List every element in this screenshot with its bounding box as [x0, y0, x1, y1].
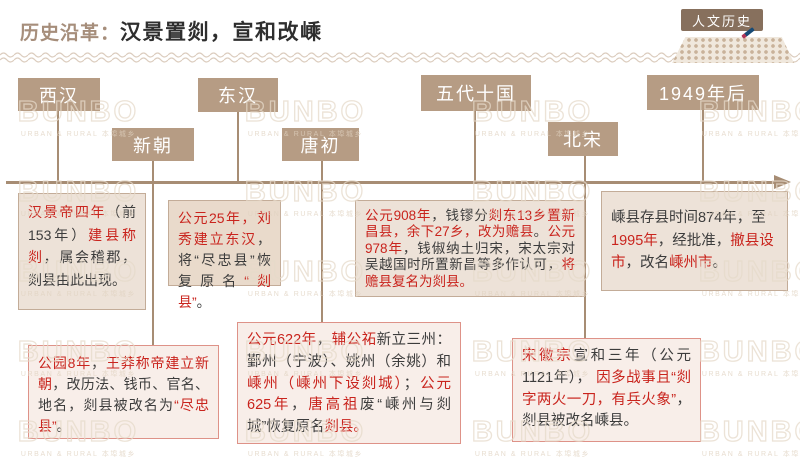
event-text: 汉景帝四年（前153年）建县称剡，属会稽郡，剡县由此出现。 — [28, 204, 137, 289]
connector-tangchu — [321, 161, 323, 323]
event-box-xinchao: 公园8年，王莽称帝建立新朝，改历法、钱币、官名、地名，剡县被改名为“尽忠县”。 — [28, 345, 219, 439]
event-box-beisong: 宋徽宗宣和三年（公元1121年）， 因多战事且“剡字两火一刀，有兵火象”，剡县被… — [512, 338, 701, 442]
event-text: 嵊县存县时间874年，至1995年，经批准，撤县设市，改名嵊州市。 — [611, 210, 774, 272]
timeline-axis — [6, 181, 776, 184]
era-label-wudaishiguo: 五代十国 — [421, 75, 531, 111]
era-label-beisong: 北宋 — [548, 122, 618, 156]
event-text: 公园8年，王莽称帝建立新朝，改历法、钱币、官名、地名，剡县被改名为“尽忠县”。 — [38, 355, 210, 434]
bamboo-mat-icon — [672, 37, 794, 63]
event-box-wudaishiguo: 公元908年，钱镠分剡东13乡置新昌县，余下27乡，改为赡县。公元978年，钱俶… — [355, 200, 585, 297]
page-header: 历史沿革： 汉景置剡，宣和改嵊 — [20, 16, 323, 46]
era-label-tangchu: 唐初 — [282, 128, 359, 161]
timeline-arrowhead-icon — [774, 175, 791, 189]
connector-donghan — [237, 112, 239, 183]
connector-xinchao — [152, 161, 154, 346]
page-title-kicker: 历史沿革： — [20, 23, 121, 44]
event-text: 公元25年，刘秀建立东汉，将“尽忠县”恢复原名“剡县”。 — [178, 210, 271, 310]
corner-tag: 人文历史 — [681, 9, 763, 31]
connector-xihan — [57, 111, 59, 183]
era-label-xihan: 西汉 — [18, 78, 100, 111]
connector-wudaishiguo — [474, 111, 476, 183]
page-title: 汉景置剡，宣和改嵊 — [120, 21, 323, 44]
event-box-tangchu: 公元622年，辅公祏新立三州：鄞州（宁波）、姚州（余姚）和嵊州（嵊州下设剡城）；… — [237, 322, 461, 444]
connector-beisong — [584, 156, 586, 339]
era-label-donghan: 东汉 — [198, 78, 278, 112]
connector-1949 — [702, 110, 704, 183]
event-text: 公元908年，钱镠分剡东13乡置新昌县，余下27乡，改为赡县。公元978年，钱俶… — [365, 208, 576, 289]
era-label-xinchao: 新朝 — [112, 128, 194, 161]
era-label-1949: 1949年后 — [647, 75, 759, 110]
event-text: 宋徽宗宣和三年（公元1121年）， 因多战事且“剡字两火一刀，有兵火象”，剡县被… — [522, 348, 692, 430]
event-box-donghan: 公元25年，刘秀建立东汉，将“尽忠县”恢复原名“剡县”。 — [168, 200, 281, 310]
event-text: 公元622年，辅公祏新立三州：鄞州（宁波）、姚州（余姚）和嵊州（嵊州下设剡城）；… — [247, 332, 452, 435]
wavy-divider — [0, 50, 800, 64]
event-box-1949: 嵊县存县时间874年，至1995年，经批准，撤县设市，改名嵊州市。 — [601, 191, 788, 291]
event-box-xihan: 汉景帝四年（前153年）建县称剡，属会稽郡，剡县由此出现。 — [18, 193, 146, 310]
